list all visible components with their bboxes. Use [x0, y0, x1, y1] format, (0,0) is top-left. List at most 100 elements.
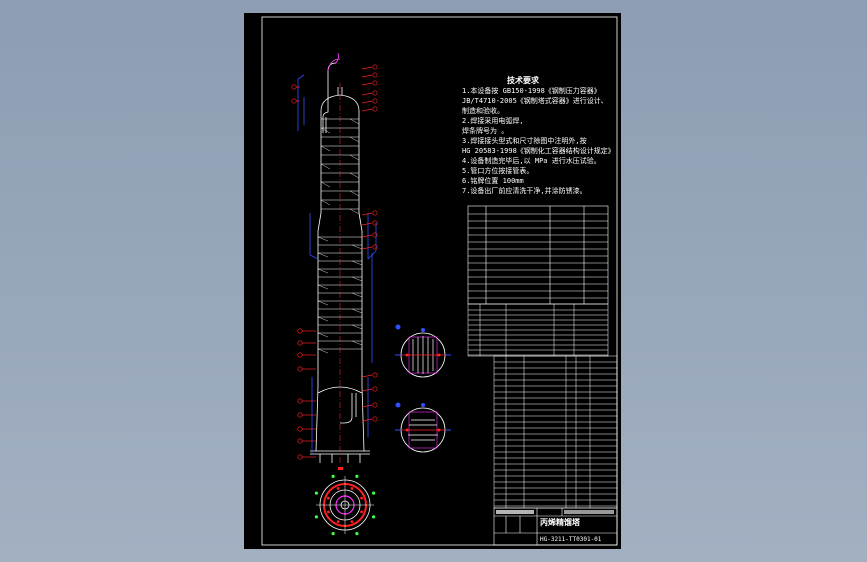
note-line: 6.铭牌位置 100mm — [462, 177, 524, 185]
downcomer — [349, 154, 360, 161]
downcomer — [317, 252, 329, 258]
base-plan-view — [314, 474, 376, 536]
nozzle-bubble — [297, 328, 303, 334]
nozzle-leader — [361, 404, 373, 408]
downcomer — [317, 300, 329, 306]
column-elevation — [310, 52, 370, 463]
nozzle-bubble — [297, 438, 303, 444]
nozzle-bubble — [297, 426, 303, 432]
downcomer — [320, 199, 331, 206]
anchor-bolt — [331, 532, 335, 536]
inner-frame — [261, 16, 618, 546]
nozzle-bubble — [372, 90, 378, 96]
anchor-bolt — [355, 532, 359, 536]
nozzle-leader — [361, 74, 373, 78]
nozzle-bubble — [291, 98, 297, 104]
note-line: 7.设备出厂前应清洗干净,并涂防锈漆。 — [462, 187, 587, 195]
tray-section-view-upper — [395, 324, 451, 378]
nozzle-bubble — [372, 372, 378, 378]
nozzle-leader — [361, 92, 373, 96]
nozzle-bubble — [372, 416, 378, 422]
nozzle-labels-right — [361, 64, 378, 422]
nozzle-bubble — [372, 98, 378, 104]
downcomer — [320, 145, 331, 152]
downcomer — [320, 181, 331, 188]
downcomer — [349, 208, 360, 215]
note-line: 1.本设备按 GB150-1998《钢制压力容器》 — [462, 87, 601, 95]
anchor-bolt — [331, 474, 335, 478]
downcomer — [320, 163, 331, 170]
downcomer — [349, 190, 360, 197]
downcomer — [351, 276, 363, 282]
note-line: 4.设备制造完毕后,以 MPa 进行水压试验。 — [462, 157, 601, 165]
drawing-number: HG-3211-TT0301-01 — [540, 536, 602, 543]
bolt-hole — [336, 520, 340, 523]
nozzle-leader — [361, 108, 373, 112]
nozzle-bubble — [297, 412, 303, 418]
downcomer — [351, 244, 363, 250]
nozzle-bubble — [297, 398, 303, 404]
nozzle-leader — [361, 246, 373, 250]
nozzle-bubble — [297, 454, 303, 460]
drawing-name: 丙烯精馏塔 — [540, 518, 580, 527]
nozzle-table — [467, 303, 609, 357]
tray-section-view-lower — [395, 402, 451, 453]
nozzle-bubble — [297, 366, 303, 372]
anchor-bolt — [314, 491, 318, 495]
anchor-bolt — [355, 474, 359, 478]
nozzle-leader — [361, 82, 373, 86]
downcomer — [317, 236, 329, 242]
bottom-marks — [338, 467, 343, 470]
note-line: JB/T4710-2005《钢制塔式容器》进行设计、 — [462, 97, 608, 105]
note-line: 制造和验收。 — [462, 107, 504, 115]
downcomer — [349, 118, 360, 125]
bolt-hole — [327, 496, 330, 500]
bolt-hole — [327, 510, 330, 514]
nozzle-leader — [361, 374, 373, 378]
nozzle-leader — [361, 234, 373, 238]
downcomer — [317, 316, 329, 322]
drawing-sheet: 技术要求 1.本设备按 GB150-1998《钢制压力容器》 JB/T4710-2… — [244, 13, 621, 549]
cad-drawing — [261, 16, 618, 546]
note-line: 2.焊接采用电弧焊, — [462, 117, 524, 125]
note-line: 焊条牌号为 。 — [462, 127, 509, 135]
downcomer — [317, 332, 329, 338]
note-line: 5.管口方位按接管表。 — [462, 167, 534, 175]
title-block — [493, 507, 618, 546]
anchor-bolt — [314, 515, 318, 519]
downcomer — [320, 127, 331, 134]
downcomer — [351, 308, 363, 314]
bolt-hole — [336, 487, 340, 490]
note-line: 3.焊接接头型式和尺寸除图中注明外,按 — [462, 137, 587, 145]
nozzle-leader — [361, 222, 373, 226]
nozzle-bubble — [372, 72, 378, 78]
downcomer — [349, 172, 360, 179]
nozzle-bubble — [291, 84, 297, 90]
nozzle-tags-blue — [297, 74, 377, 453]
nozzle-bubble — [372, 210, 378, 216]
nozzle-leader — [361, 66, 373, 70]
nozzle-bubble — [372, 244, 378, 250]
bolt-hole — [350, 520, 354, 523]
downcomer — [317, 348, 329, 354]
bolt-hole — [360, 510, 363, 514]
downcomer — [351, 340, 363, 346]
downcomer — [351, 292, 363, 298]
nozzle-bubble — [372, 220, 378, 226]
bolt-hole — [360, 496, 363, 500]
nozzle-leader — [361, 388, 373, 392]
anchor-bolt — [372, 515, 376, 519]
bolt-hole — [350, 487, 354, 490]
nozzle-bubble — [372, 232, 378, 238]
design-data-table — [467, 205, 609, 305]
nozzle-bubble — [372, 64, 378, 70]
note-line: HG 20583-1998《钢制化工容器结构设计规定》 — [462, 147, 615, 155]
downcomer — [349, 136, 360, 143]
nozzle-bubble — [297, 340, 303, 346]
nozzle-bubble — [297, 352, 303, 358]
nozzle-leader — [361, 100, 373, 104]
notes-heading: 技术要求 — [507, 76, 539, 85]
downcomer — [317, 284, 329, 290]
anchor-bolt — [372, 491, 376, 495]
nozzle-leader — [361, 212, 373, 216]
